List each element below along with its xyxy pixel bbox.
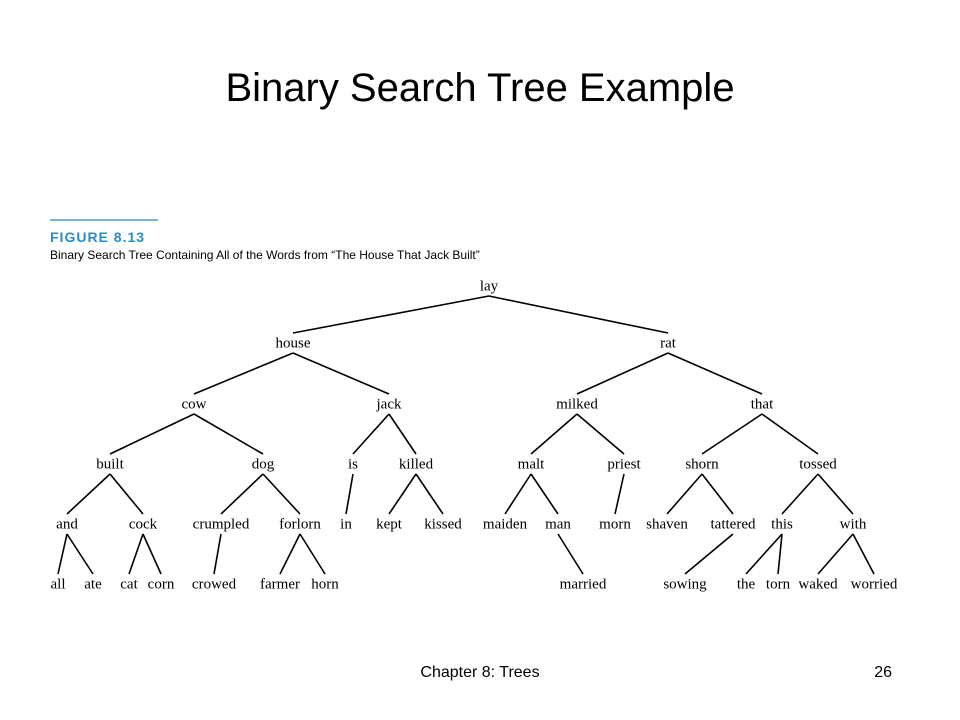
tree-edge-forlorn-horn <box>299 533 326 575</box>
tree-node-with: with <box>840 516 867 532</box>
tree-node-tossed: tossed <box>799 456 837 472</box>
tree-edge-jack-is <box>352 413 390 455</box>
figure-label: FIGURE 8.13 <box>50 229 146 245</box>
tree-node-jack: jack <box>376 396 402 412</box>
tree-node-cow: cow <box>182 396 207 412</box>
tree-node-dog: dog <box>252 456 275 472</box>
footer-page-number: 26 <box>874 664 892 681</box>
tree-edge-forlorn-farmer <box>279 533 301 575</box>
tree-node-crowed: crowed <box>192 576 237 592</box>
tree-node-forlorn: forlorn <box>279 516 321 532</box>
tree-node-malt: malt <box>518 456 545 472</box>
tree-node-farmer: farmer <box>260 576 300 592</box>
tree-edge-cock-corn <box>142 533 162 575</box>
slide-title: Binary Search Tree Example <box>225 66 735 110</box>
tree-edge-shorn-shaven <box>666 473 703 515</box>
tree-edge-tossed-with <box>817 473 854 515</box>
tree-node-corn: corn <box>148 576 175 592</box>
tree-node-killed: killed <box>399 456 434 472</box>
tree-edge-cow-built <box>109 413 195 455</box>
tree-edge-house-cow <box>193 352 294 395</box>
tree-edge-with-waked <box>817 533 854 575</box>
tree-node-horn: horn <box>311 576 339 592</box>
tree-node-maiden: maiden <box>483 516 528 532</box>
tree-edge-house-jack <box>292 352 390 395</box>
figure-rule <box>50 219 158 221</box>
tree-edge-this-the <box>745 533 783 575</box>
tree-edge-that-shorn <box>701 413 763 455</box>
tree-edge-built-cock <box>109 473 144 515</box>
tree-edge-cock-cat <box>128 533 144 575</box>
tree-edge-dog-forlorn <box>262 473 301 515</box>
tree-node-is: is <box>348 456 358 472</box>
tree-node-shaven: shaven <box>646 516 688 532</box>
tree-edge-crumpled-crowed <box>213 533 222 575</box>
tree-edge-is-in <box>345 473 354 515</box>
tree-edge-man-married <box>557 533 584 575</box>
tree-node-built: built <box>96 456 124 472</box>
tree-node-sowing: sowing <box>663 576 707 592</box>
tree-node-shorn: shorn <box>685 456 719 472</box>
tree-edge-cow-dog <box>193 413 264 455</box>
tree-node-married: married <box>560 576 607 592</box>
tree-node-worried: worried <box>851 576 898 592</box>
tree-edge-that-tossed <box>761 413 819 455</box>
tree-edge-built-and <box>66 473 111 515</box>
tree-edge-with-worried <box>852 533 875 575</box>
tree-edge-tossed-this <box>781 473 819 515</box>
figure-caption: Binary Search Tree Containing All of the… <box>50 248 480 262</box>
tree-node-cat: cat <box>120 576 138 592</box>
tree-edge-lay-rat <box>488 295 669 334</box>
tree-node-all: all <box>51 576 66 592</box>
tree-edge-rat-that <box>667 352 763 395</box>
tree-node-and: and <box>56 516 78 532</box>
tree-node-priest: priest <box>607 456 641 472</box>
tree-edge-malt-maiden <box>504 473 532 515</box>
tree-edge-jack-killed <box>388 413 417 455</box>
tree-node-crumpled: crumpled <box>193 516 250 532</box>
tree-node-house: house <box>276 335 311 351</box>
tree-edge-lay-house <box>292 295 490 334</box>
tree-node-lay: lay <box>480 278 499 294</box>
tree-node-cock: cock <box>129 516 158 532</box>
footer-chapter: Chapter 8: Trees <box>420 664 540 681</box>
tree-edges <box>57 295 875 575</box>
tree-node-the: the <box>737 576 756 592</box>
tree-edge-priest-morn <box>614 473 625 515</box>
tree-node-this: this <box>771 516 793 532</box>
tree-edge-malt-man <box>530 473 559 515</box>
tree-node-kissed: kissed <box>424 516 462 532</box>
tree-node-torn: torn <box>766 576 791 592</box>
tree-node-waked: waked <box>798 576 838 592</box>
tree-edge-milked-priest <box>576 413 625 455</box>
tree-node-tattered: tattered <box>711 516 756 532</box>
tree-edge-and-all <box>57 533 68 575</box>
tree-edge-killed-kissed <box>415 473 444 515</box>
tree-node-man: man <box>545 516 571 532</box>
tree-edge-this-torn <box>777 533 783 575</box>
tree-edge-tattered-sowing <box>684 533 734 575</box>
tree-node-rat: rat <box>660 335 677 351</box>
tree-node-kept: kept <box>376 516 403 532</box>
tree-node-in: in <box>340 516 352 532</box>
tree-edge-milked-malt <box>530 413 578 455</box>
tree-edge-killed-kept <box>388 473 417 515</box>
tree-node-milked: milked <box>556 396 598 412</box>
tree-node-that: that <box>751 396 774 412</box>
tree-edge-shorn-tattered <box>701 473 734 515</box>
tree-edge-rat-milked <box>576 352 669 395</box>
tree-node-morn: morn <box>599 516 631 532</box>
tree-edge-and-ate <box>66 533 94 575</box>
tree-node-ate: ate <box>84 576 102 592</box>
tree-edge-dog-crumpled <box>220 473 264 515</box>
